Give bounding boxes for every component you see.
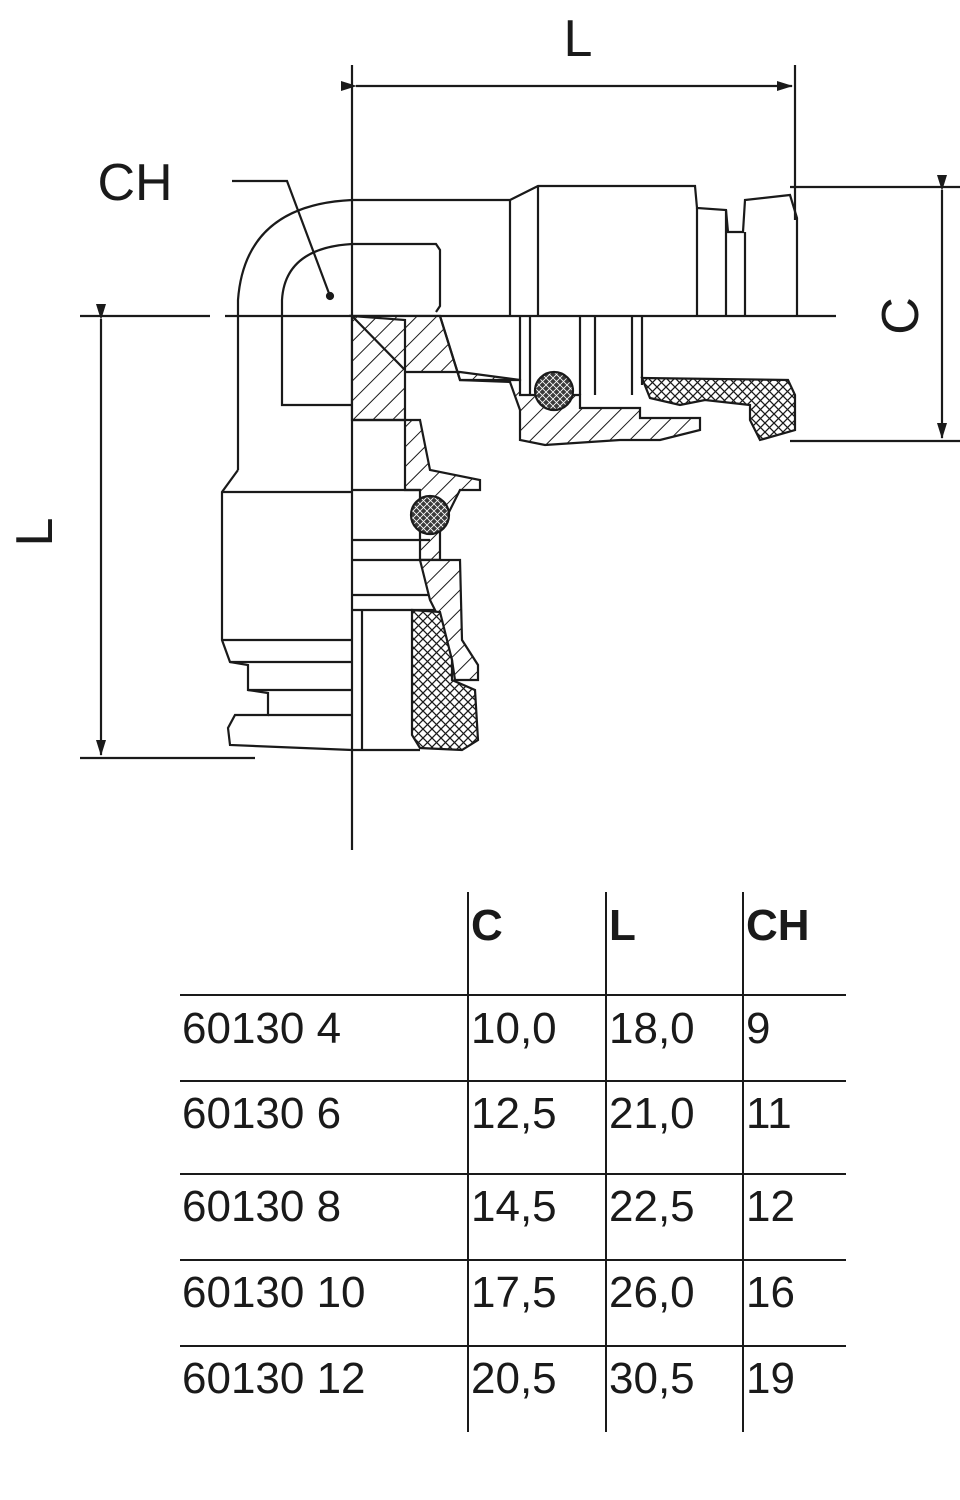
dim-left-label: L (6, 518, 64, 547)
table-vline (605, 892, 607, 1432)
fitting-drawing: L L C CH (6, 10, 960, 850)
table-hline (180, 1345, 846, 1347)
cell-l: 30,5 (609, 1354, 695, 1403)
cell-c: 20,5 (471, 1354, 557, 1403)
wrench-leader (232, 179, 335, 301)
dim-top-label: L (564, 10, 593, 68)
header-ch: CH (746, 901, 810, 950)
cell-ch: 9 (746, 1004, 771, 1053)
cell-l: 22,5 (609, 1182, 695, 1231)
table-hline (180, 1259, 846, 1261)
table-vline (742, 892, 744, 1432)
o-ring-vertical (409, 494, 451, 536)
table-hline (180, 1080, 846, 1082)
dimension-left-l (80, 304, 255, 760)
dimension-right-c (790, 175, 960, 443)
cell-code: 60130 4 (182, 1004, 342, 1053)
table-hline (180, 1173, 846, 1175)
dim-right-label: C (872, 297, 930, 335)
cell-code: 60130 6 (182, 1089, 342, 1138)
cell-l: 26,0 (609, 1268, 695, 1317)
wrench-label: CH (97, 154, 172, 212)
cell-c: 10,0 (471, 1004, 557, 1053)
cell-l: 18,0 (609, 1004, 695, 1053)
o-ring-horizontal (533, 370, 575, 412)
elbow-body (220, 184, 799, 752)
header-c: C (471, 901, 503, 950)
table-vline (467, 892, 469, 1432)
cell-c: 12,5 (471, 1089, 557, 1138)
cell-c: 14,5 (471, 1182, 557, 1231)
cell-ch: 12 (746, 1182, 795, 1231)
table-hline (180, 994, 846, 996)
cell-ch: 16 (746, 1268, 795, 1317)
dimension-top-l (341, 65, 797, 220)
cell-ch: 11 (746, 1089, 792, 1138)
section-view (349, 314, 797, 752)
cell-code: 60130 8 (182, 1182, 342, 1231)
cell-code: 60130 12 (182, 1354, 366, 1403)
header-l: L (609, 901, 636, 950)
cell-code: 60130 10 (182, 1268, 366, 1317)
cell-ch: 19 (746, 1354, 795, 1403)
dimensions-table: C L CH 60130 4 10,0 18,0 9 60130 6 12,5 … (0, 880, 960, 1440)
cell-c: 17,5 (471, 1268, 557, 1317)
cell-l: 21,0 (609, 1089, 695, 1138)
